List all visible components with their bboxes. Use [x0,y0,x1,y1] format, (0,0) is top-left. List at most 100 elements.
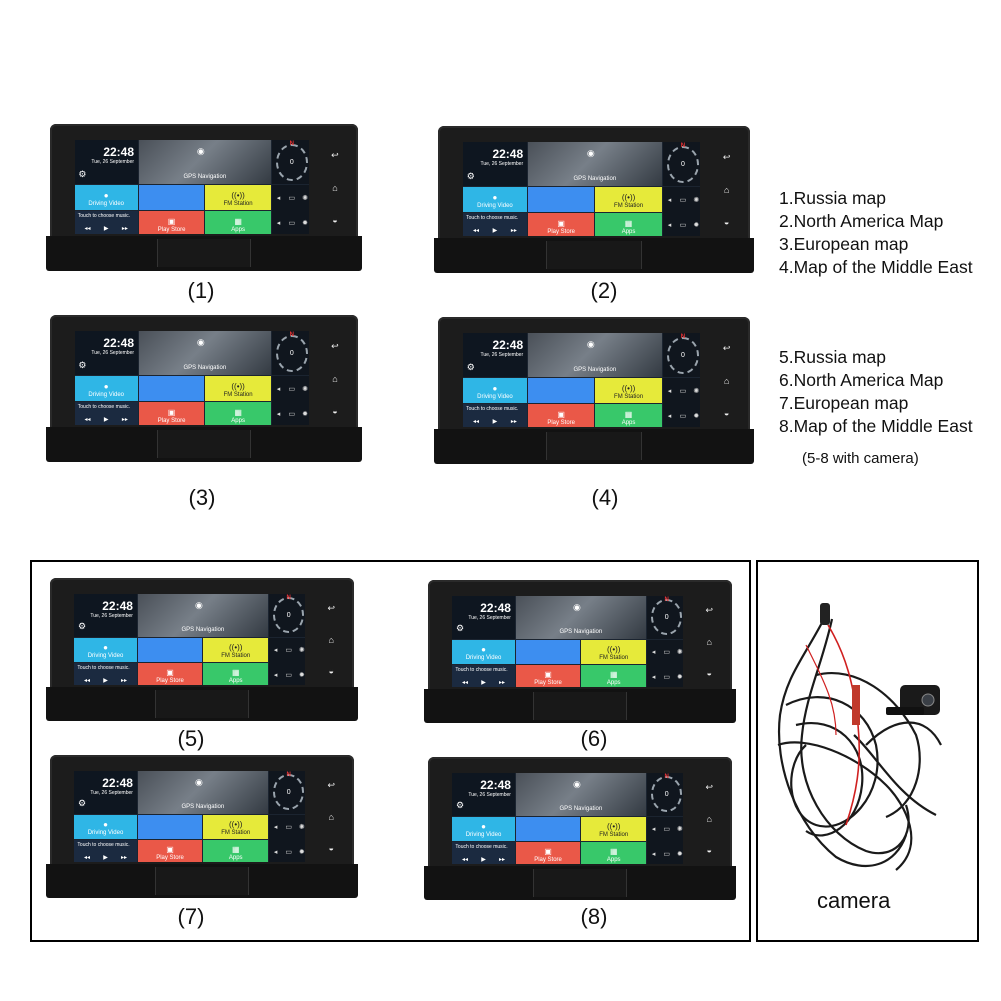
recent-icon[interactable]: ◒ [328,843,334,854]
recent-icon[interactable]: ◒ [706,845,712,856]
back-arrow-icon[interactable]: ↩ [722,151,731,162]
clock-widget[interactable]: 22:48 Tue, 26 September ⚙ [452,595,515,639]
back-arrow-icon[interactable]: ↩ [705,604,713,615]
apps-tile[interactable]: ▦ Apps [205,401,271,426]
blank-tile[interactable] [137,637,203,662]
home-icon[interactable]: ⌂ [332,373,338,384]
blank-tile[interactable] [138,376,205,401]
play-store-tile[interactable]: ▣ Play Store [138,401,205,426]
music-widget[interactable]: Touch to choose music. ◂◂ ▶ ▸▸ [462,212,527,237]
recent-icon[interactable]: ◒ [723,407,730,418]
apps-tile[interactable]: ▦ Apps [595,212,662,237]
gps-navigation-tile[interactable]: ◉ GPS Navigation [138,140,271,185]
fm-station-tile[interactable]: ((•)) FM Station [205,376,271,401]
play-icon[interactable]: ▶ [103,417,109,424]
brightness-down-icon[interactable]: ✹ [302,220,308,228]
previous-icon[interactable]: ◂◂ [462,679,469,686]
wifi-icon[interactable]: ▭ [679,413,687,421]
play-icon[interactable]: ▶ [103,854,108,861]
home-icon[interactable]: ⌂ [723,184,730,195]
recent-icon[interactable]: ◒ [723,216,730,227]
gps-navigation-tile[interactable]: ◉ GPS Navigation [527,333,662,378]
brightness-down-icon[interactable]: ✹ [302,411,308,419]
car-icon[interactable]: ▭ [288,386,296,394]
volume-down-icon[interactable]: ◂ [273,824,278,832]
volume-up-icon[interactable]: ◂ [276,220,281,228]
brightness-up-icon[interactable]: ✺ [298,647,305,655]
recent-icon[interactable]: ◒ [706,668,712,679]
brightness-down-icon[interactable]: ✹ [298,848,305,856]
brightness-down-icon[interactable]: ✹ [693,222,700,230]
gps-navigation-tile[interactable]: ◉ GPS Navigation [527,142,662,187]
apps-tile[interactable]: ▦ Apps [203,662,269,686]
wifi-icon[interactable]: ▭ [285,671,292,679]
home-icon[interactable]: ⌂ [706,813,712,824]
home-icon[interactable]: ⌂ [332,182,338,193]
next-icon[interactable]: ▸▸ [510,228,517,235]
previous-icon[interactable]: ◂◂ [472,228,479,235]
driving-video-tile[interactable]: ● Driving Video [462,378,527,403]
play-store-tile[interactable]: ▣ Play Store [515,664,581,688]
music-widget[interactable]: Touch to choose music. ◂◂ ▶ ▸▸ [74,401,138,426]
home-icon[interactable]: ⌂ [723,375,730,386]
driving-video-tile[interactable]: ● Driving Video [74,376,138,401]
play-store-tile[interactable]: ▣ Play Store [138,210,205,235]
gps-navigation-tile[interactable]: ◉ GPS Navigation [515,595,647,639]
volume-up-icon[interactable]: ◂ [667,413,672,421]
play-icon[interactable]: ▶ [492,228,498,235]
gear-icon[interactable]: ⚙ [78,168,87,179]
wifi-icon[interactable]: ▭ [285,848,292,856]
blank-tile[interactable] [137,814,203,839]
car-icon[interactable]: ▭ [285,824,292,832]
brightness-up-icon[interactable]: ✺ [302,386,308,394]
gps-navigation-tile[interactable]: ◉ GPS Navigation [137,593,269,637]
home-icon[interactable]: ⌂ [328,811,334,822]
music-widget[interactable]: Touch to choose music. ◂◂ ▶ ▸▸ [74,839,137,863]
volume-down-icon[interactable]: ◂ [273,647,278,655]
driving-video-tile[interactable]: ● Driving Video [452,639,515,664]
volume-down-icon[interactable]: ◂ [651,826,656,834]
clock-widget[interactable]: 22:48 Tue, 26 September ⚙ [452,772,515,816]
recent-icon[interactable]: ◒ [328,666,334,677]
wifi-icon[interactable]: ▭ [663,850,670,858]
music-widget[interactable]: Touch to choose music. ◂◂ ▶ ▸▸ [452,841,515,865]
next-icon[interactable]: ▸▸ [121,417,128,424]
recent-icon[interactable]: ◒ [332,214,338,225]
blank-tile[interactable] [138,185,205,210]
apps-tile[interactable]: ▦ Apps [203,839,269,863]
blank-tile[interactable] [515,816,581,841]
play-store-tile[interactable]: ▣ Play Store [527,403,595,428]
volume-down-icon[interactable]: ◂ [276,195,281,203]
driving-video-tile[interactable]: ● Driving Video [74,185,138,210]
clock-widget[interactable]: 22:48 Tue, 26 September ⚙ [74,593,137,637]
brightness-up-icon[interactable]: ✺ [298,824,305,832]
fm-station-tile[interactable]: ((•)) FM Station [581,639,647,664]
music-widget[interactable]: Touch to choose music. ◂◂ ▶ ▸▸ [74,210,138,235]
next-icon[interactable]: ▸▸ [120,854,127,861]
gear-icon[interactable]: ⚙ [456,623,465,634]
volume-up-icon[interactable]: ◂ [667,222,672,230]
previous-icon[interactable]: ◂◂ [84,417,91,424]
music-widget[interactable]: Touch to choose music. ◂◂ ▶ ▸▸ [452,664,515,688]
next-icon[interactable]: ▸▸ [121,226,128,233]
volume-up-icon[interactable]: ◂ [273,848,278,856]
previous-icon[interactable]: ◂◂ [84,677,91,684]
play-icon[interactable]: ▶ [103,226,109,233]
back-arrow-icon[interactable]: ↩ [722,342,731,353]
play-icon[interactable]: ▶ [492,419,498,426]
gear-icon[interactable]: ⚙ [78,359,87,370]
apps-tile[interactable]: ▦ Apps [205,210,271,235]
play-icon[interactable]: ▶ [481,856,486,863]
car-icon[interactable]: ▭ [663,649,670,657]
fm-station-tile[interactable]: ((•)) FM Station [581,816,647,841]
car-icon[interactable]: ▭ [288,195,296,203]
brightness-up-icon[interactable]: ✺ [676,826,683,834]
gear-icon[interactable]: ⚙ [456,800,465,811]
brightness-up-icon[interactable]: ✺ [693,388,700,396]
wifi-icon[interactable]: ▭ [288,220,296,228]
clock-widget[interactable]: 22:48 Tue, 26 September ⚙ [74,331,138,376]
volume-up-icon[interactable]: ◂ [651,850,656,858]
brightness-up-icon[interactable]: ✺ [693,197,700,205]
fm-station-tile[interactable]: ((•)) FM Station [595,187,662,212]
car-icon[interactable]: ▭ [285,647,292,655]
